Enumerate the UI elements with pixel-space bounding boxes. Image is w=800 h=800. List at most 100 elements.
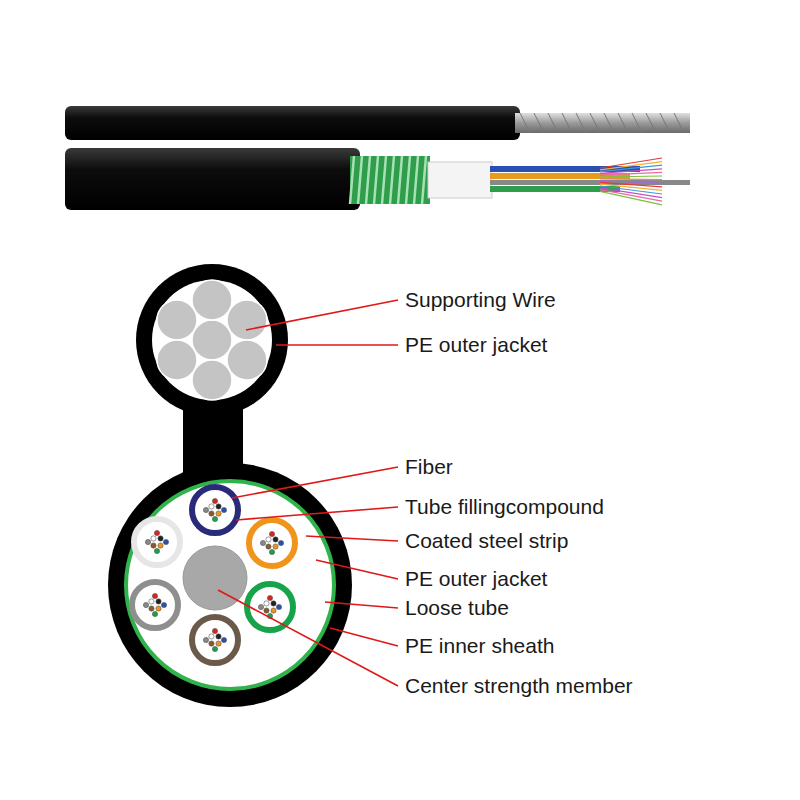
leader-lines xyxy=(218,300,398,686)
fiber-dot xyxy=(145,539,150,544)
fiber-dot xyxy=(203,507,208,512)
wire xyxy=(157,340,197,380)
wire xyxy=(192,360,232,400)
part-label: Supporting Wire xyxy=(405,289,556,310)
fiber-dot xyxy=(266,537,271,542)
ridge xyxy=(358,156,362,204)
wire xyxy=(192,320,232,360)
outer-jacket xyxy=(108,463,352,707)
fiber-dot xyxy=(258,604,263,609)
part-label: Fiber xyxy=(405,456,453,477)
fiber-dot xyxy=(273,537,278,542)
fiber-dot xyxy=(209,641,214,646)
corrugation xyxy=(350,156,426,204)
ridge xyxy=(422,156,426,204)
strand-line xyxy=(520,113,530,133)
ridge xyxy=(414,156,418,204)
strand-line xyxy=(660,113,670,133)
loose-tube xyxy=(249,520,295,566)
ridge xyxy=(406,156,410,204)
fiber-dot xyxy=(276,604,281,609)
fiber-dot xyxy=(151,536,156,541)
fiber-dot xyxy=(269,531,274,536)
wire xyxy=(157,300,197,340)
fiber-dot xyxy=(143,602,148,607)
fiber-dot xyxy=(221,507,226,512)
part-label: Coated steel strip xyxy=(405,530,568,551)
loose-tube xyxy=(192,487,238,533)
fiber-dot xyxy=(267,595,272,600)
fiber-dot xyxy=(209,634,214,639)
fiber-dot xyxy=(151,543,156,548)
ridge xyxy=(366,156,370,204)
fiber-dot xyxy=(203,637,208,642)
fiber-dot xyxy=(212,516,217,521)
fiber-dot xyxy=(269,549,274,554)
steel-strip xyxy=(350,156,430,204)
fiber-dot xyxy=(212,646,217,651)
part-label: PE outer jacket xyxy=(405,568,547,589)
steel-strip xyxy=(126,481,334,689)
fiber-dot xyxy=(271,608,276,613)
part-label: Center strength member xyxy=(405,675,633,696)
part-label: Loose tube xyxy=(405,597,509,618)
fiber-dot xyxy=(264,601,269,606)
loose-tube xyxy=(134,519,180,565)
ridge xyxy=(382,156,386,204)
inner-sheath xyxy=(428,162,492,198)
fiber-dot xyxy=(209,504,214,509)
ridge xyxy=(374,156,378,204)
fiber xyxy=(600,188,662,198)
strand-line xyxy=(674,113,684,133)
strand-line xyxy=(646,113,656,133)
ridge xyxy=(390,156,394,204)
strand-line xyxy=(548,113,558,133)
strand-line xyxy=(618,113,628,133)
fiber-dot xyxy=(158,543,163,548)
wire xyxy=(227,300,267,340)
messenger-jacket xyxy=(65,106,520,140)
fiber-dot xyxy=(158,536,163,541)
fiber-dot xyxy=(152,593,157,598)
fiber xyxy=(600,191,662,204)
part-label: Tube fillingcompound xyxy=(405,496,604,517)
steel-strands xyxy=(515,113,690,133)
fiber-dot xyxy=(221,637,226,642)
part-label: PE outer jacket xyxy=(405,334,547,355)
fiber-dot xyxy=(149,606,154,611)
fiber-dot xyxy=(216,641,221,646)
fiber-dot xyxy=(264,608,269,613)
part-label: PE inner sheath xyxy=(405,635,554,656)
strand-line xyxy=(534,113,544,133)
fiber-dot xyxy=(209,511,214,516)
fiber-dot xyxy=(154,548,159,553)
fiber-dot xyxy=(156,599,161,604)
supporting-wire xyxy=(157,280,267,400)
strand-line xyxy=(576,113,586,133)
strand-line xyxy=(604,113,614,133)
steel-wire xyxy=(515,113,690,133)
fiber-dot xyxy=(212,498,217,503)
strand-line xyxy=(590,113,600,133)
fiber-dot xyxy=(212,628,217,633)
fiber-dot xyxy=(216,504,221,509)
wire xyxy=(227,340,267,380)
wire xyxy=(192,280,232,320)
strand-line xyxy=(632,113,642,133)
fiber-dot xyxy=(216,511,221,516)
loose-tubes xyxy=(132,487,295,663)
loose-tube xyxy=(247,584,293,630)
cable-jacket xyxy=(65,148,360,210)
center-member xyxy=(490,180,690,185)
loose-tube xyxy=(132,582,178,628)
ridge xyxy=(350,156,354,204)
fiber-dot xyxy=(154,530,159,535)
strand-line xyxy=(562,113,572,133)
messenger-inner xyxy=(152,280,272,400)
fiber xyxy=(600,190,662,202)
messenger-jacket xyxy=(136,264,288,416)
fiber xyxy=(600,172,662,175)
fiber-dot xyxy=(156,606,161,611)
